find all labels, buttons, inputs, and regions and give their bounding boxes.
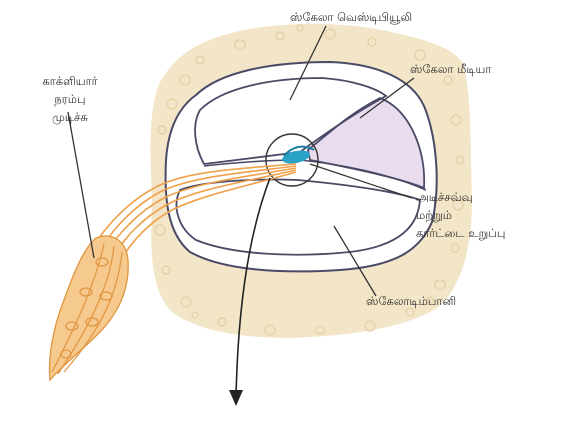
label-scala-tympani: ஸ்கேலாடிம்பானி bbox=[366, 292, 456, 310]
arrow-head bbox=[229, 390, 243, 406]
label-scala-vestibuli: ஸ்கேலா வெஸ்டிபியூலி bbox=[290, 8, 412, 26]
label-scala-media: ஸ்கேலா மீடியா bbox=[410, 60, 491, 78]
label-cochlear-nerve-line-1: காக்ளியார் bbox=[30, 72, 110, 90]
label-basilar-organ-line-2: மற்றும் bbox=[416, 206, 505, 224]
spiral-ganglion bbox=[50, 236, 129, 380]
label-basilar-organ-line-3: கார்ட்டை உறுப்பு bbox=[416, 224, 505, 242]
label-cochlear-nerve: காக்ளியார் நரம்பு முடிச்சு bbox=[30, 72, 110, 126]
label-basilar-organ: அடிச்சவ்வு மற்றும் கார்ட்டை உறுப்பு bbox=[416, 188, 505, 242]
label-cochlear-nerve-line-3: முடிச்சு bbox=[30, 108, 110, 126]
label-basilar-organ-line-1: அடிச்சவ்வு bbox=[416, 188, 505, 206]
label-cochlear-nerve-line-2: நரம்பு bbox=[30, 90, 110, 108]
scala-tympani-chamber bbox=[177, 179, 420, 254]
